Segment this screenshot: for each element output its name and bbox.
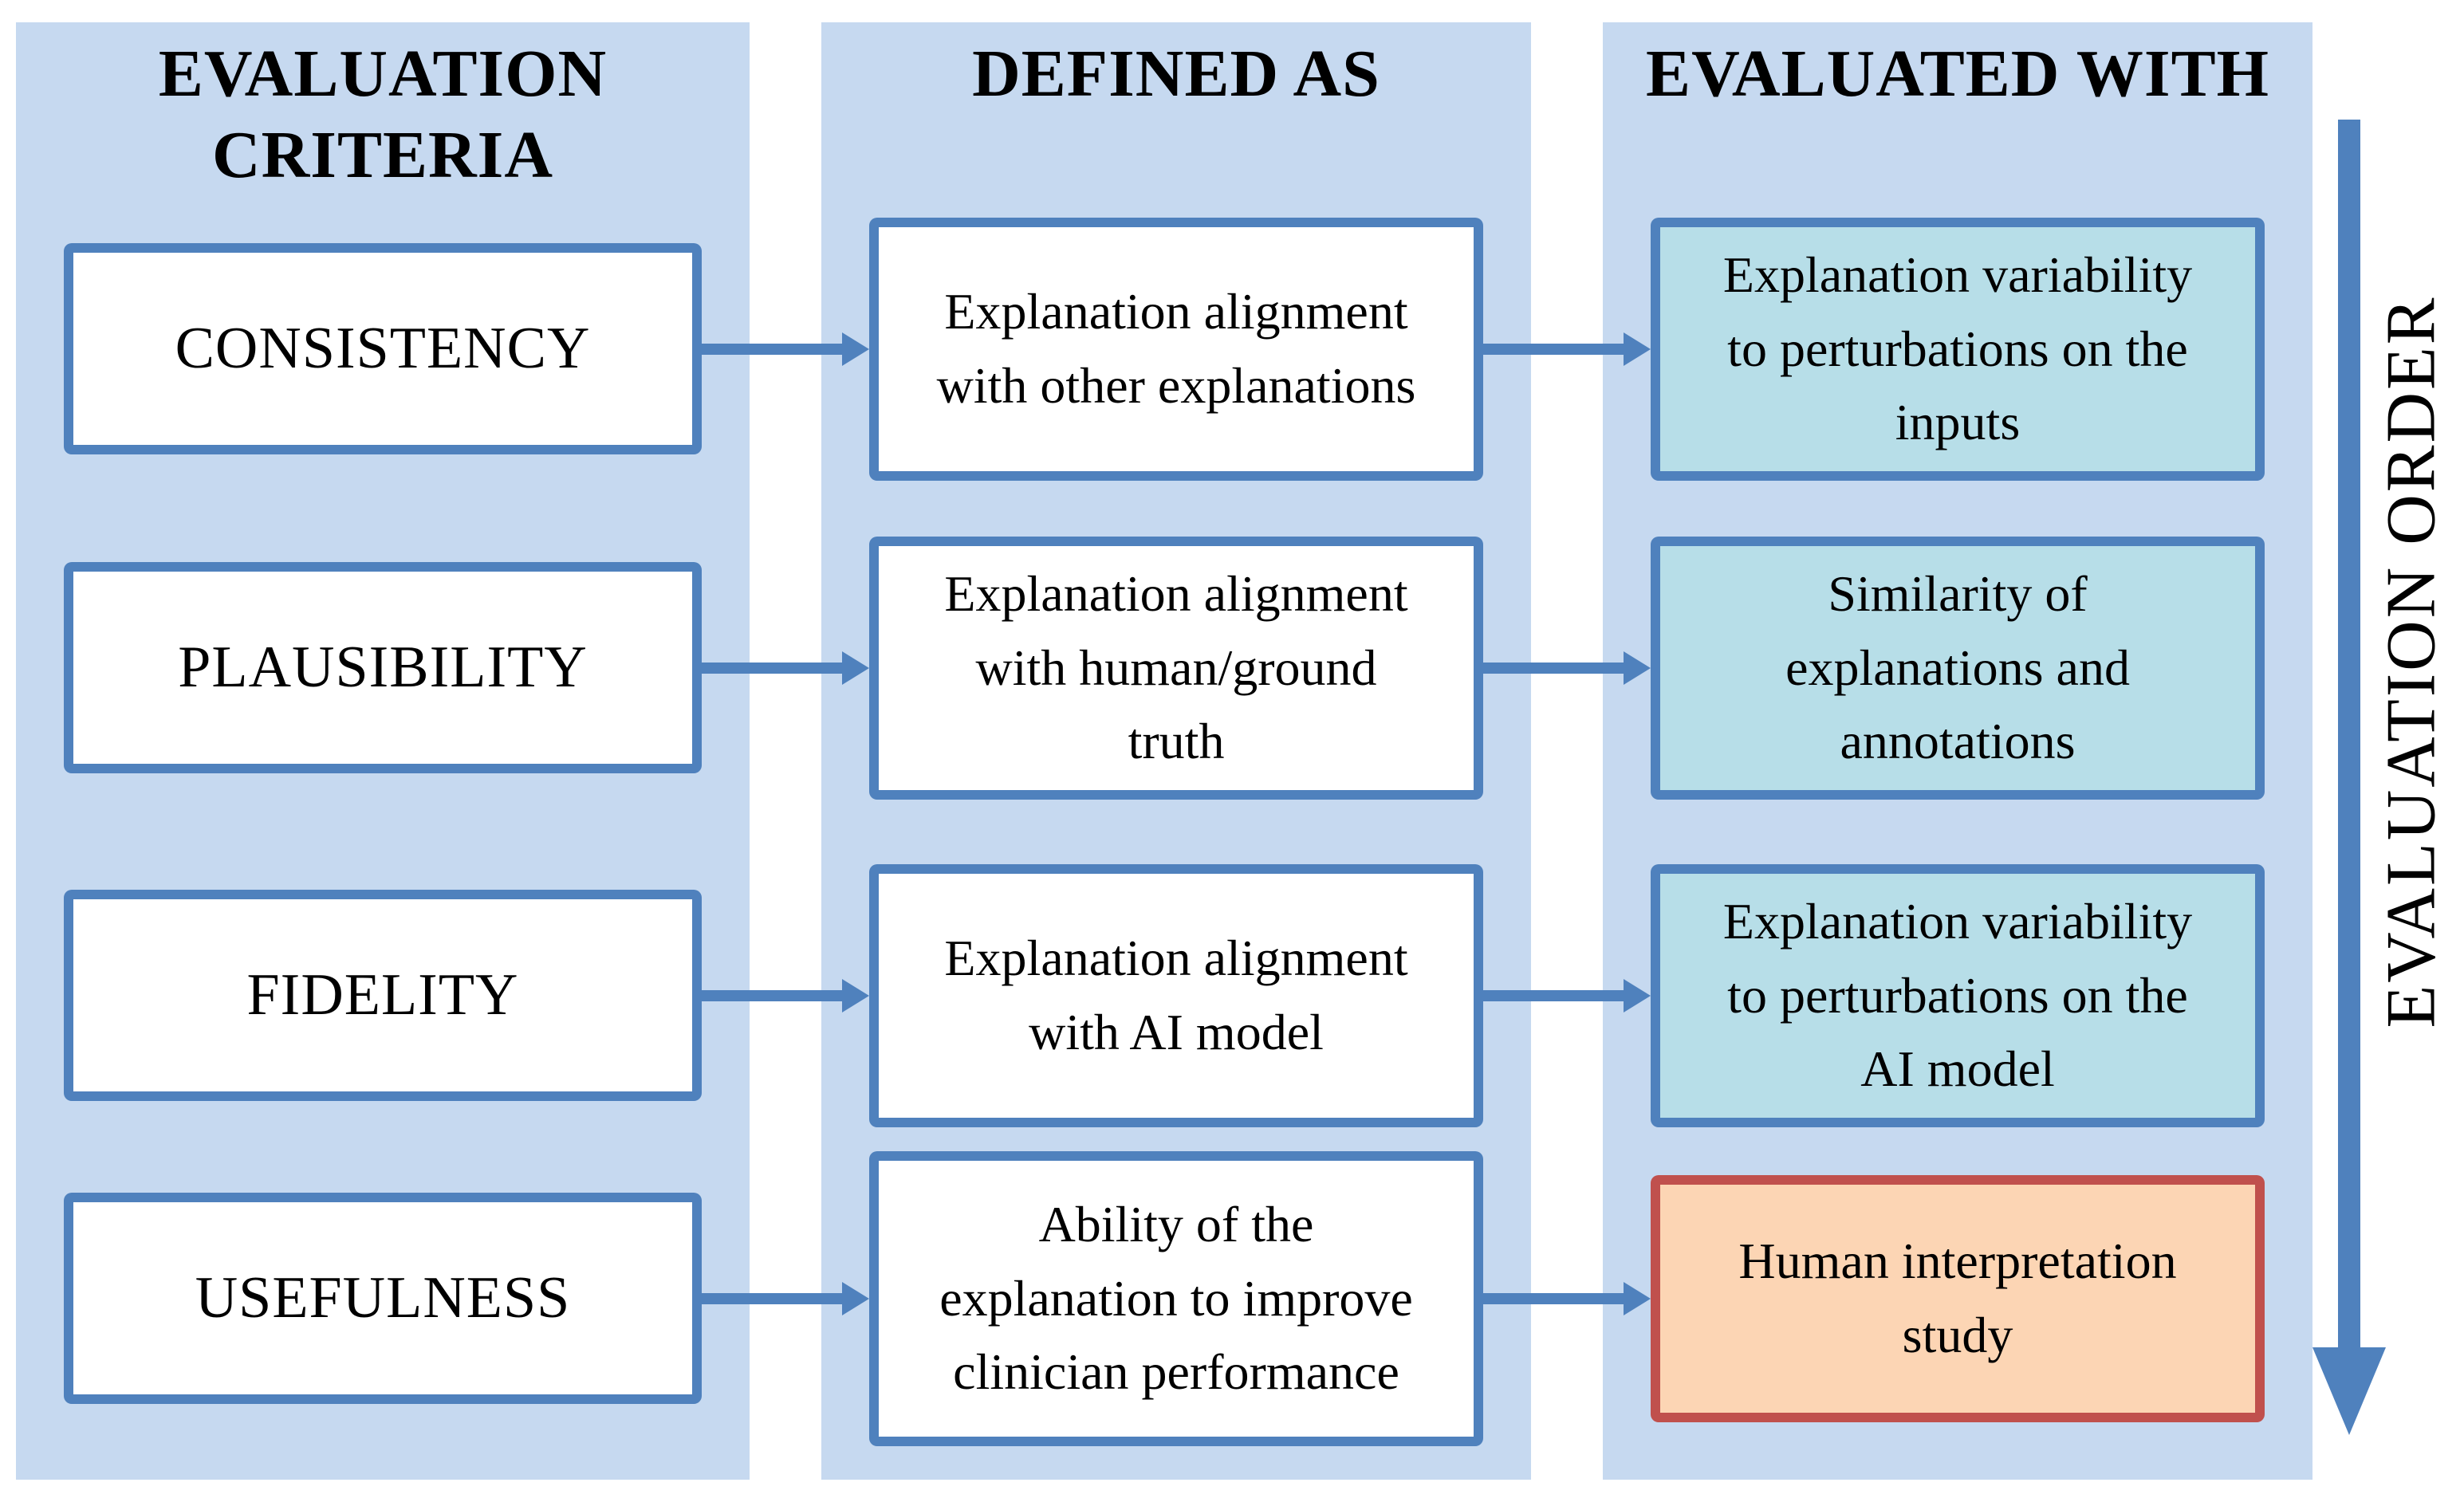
defined-as-header: DEFINED AS xyxy=(972,37,1380,111)
definition-to-evaluation-arrow-row3 xyxy=(1482,990,1625,1001)
right-arrow-head-icon xyxy=(1624,1282,1651,1315)
evaluation-order-label: EVALUATION ORDER xyxy=(2372,295,2450,1028)
consistency-box: CONSISTENCY xyxy=(64,243,702,454)
consistency-evaluation-box: Explanation variability to perturbations… xyxy=(1651,218,2265,481)
consistency-to-definition-arrow xyxy=(699,344,844,355)
fidelity-box: FIDELITY xyxy=(64,890,702,1101)
definition-to-evaluation-arrow-row1 xyxy=(1482,344,1625,355)
usefulness-box: USEFULNESS xyxy=(64,1193,702,1404)
right-arrow-head-icon xyxy=(1624,651,1651,685)
right-arrow-head-icon xyxy=(1624,979,1651,1012)
evaluation-order-arrow xyxy=(2338,120,2360,1347)
right-arrow-head-icon xyxy=(842,651,869,685)
fidelity-to-definition-arrow xyxy=(699,990,844,1001)
usefulness-definition-box: Ability of the explanation to improve cl… xyxy=(869,1151,1483,1446)
usefulness-to-definition-arrow xyxy=(699,1293,844,1304)
fidelity-definition-box: Explanation alignment with AI model xyxy=(869,864,1483,1127)
down-arrow-head-icon xyxy=(2312,1347,2386,1435)
definition-to-evaluation-arrow-row2 xyxy=(1482,663,1625,674)
plausibility-evaluation-box: Similarity of explanations and annotatio… xyxy=(1651,537,2265,800)
evaluation-criteria-header: EVALUATION CRITERIA xyxy=(158,37,608,193)
right-arrow-head-icon xyxy=(1624,332,1651,366)
right-arrow-head-icon xyxy=(842,979,869,1012)
plausibility-definition-box: Explanation alignment with human/ground … xyxy=(869,537,1483,800)
definition-to-evaluation-arrow-row4 xyxy=(1482,1293,1625,1304)
usefulness-evaluation-box: Human interpretation study xyxy=(1651,1175,2265,1422)
plausibility-box: PLAUSIBILITY xyxy=(64,562,702,773)
right-arrow-head-icon xyxy=(842,332,869,366)
plausibility-to-definition-arrow xyxy=(699,663,844,674)
right-arrow-head-icon xyxy=(842,1282,869,1315)
consistency-definition-box: Explanation alignment with other explana… xyxy=(869,218,1483,481)
fidelity-evaluation-box: Explanation variability to perturbations… xyxy=(1651,864,2265,1127)
evaluated-with-header: EVALUATED WITH xyxy=(1646,37,2269,111)
